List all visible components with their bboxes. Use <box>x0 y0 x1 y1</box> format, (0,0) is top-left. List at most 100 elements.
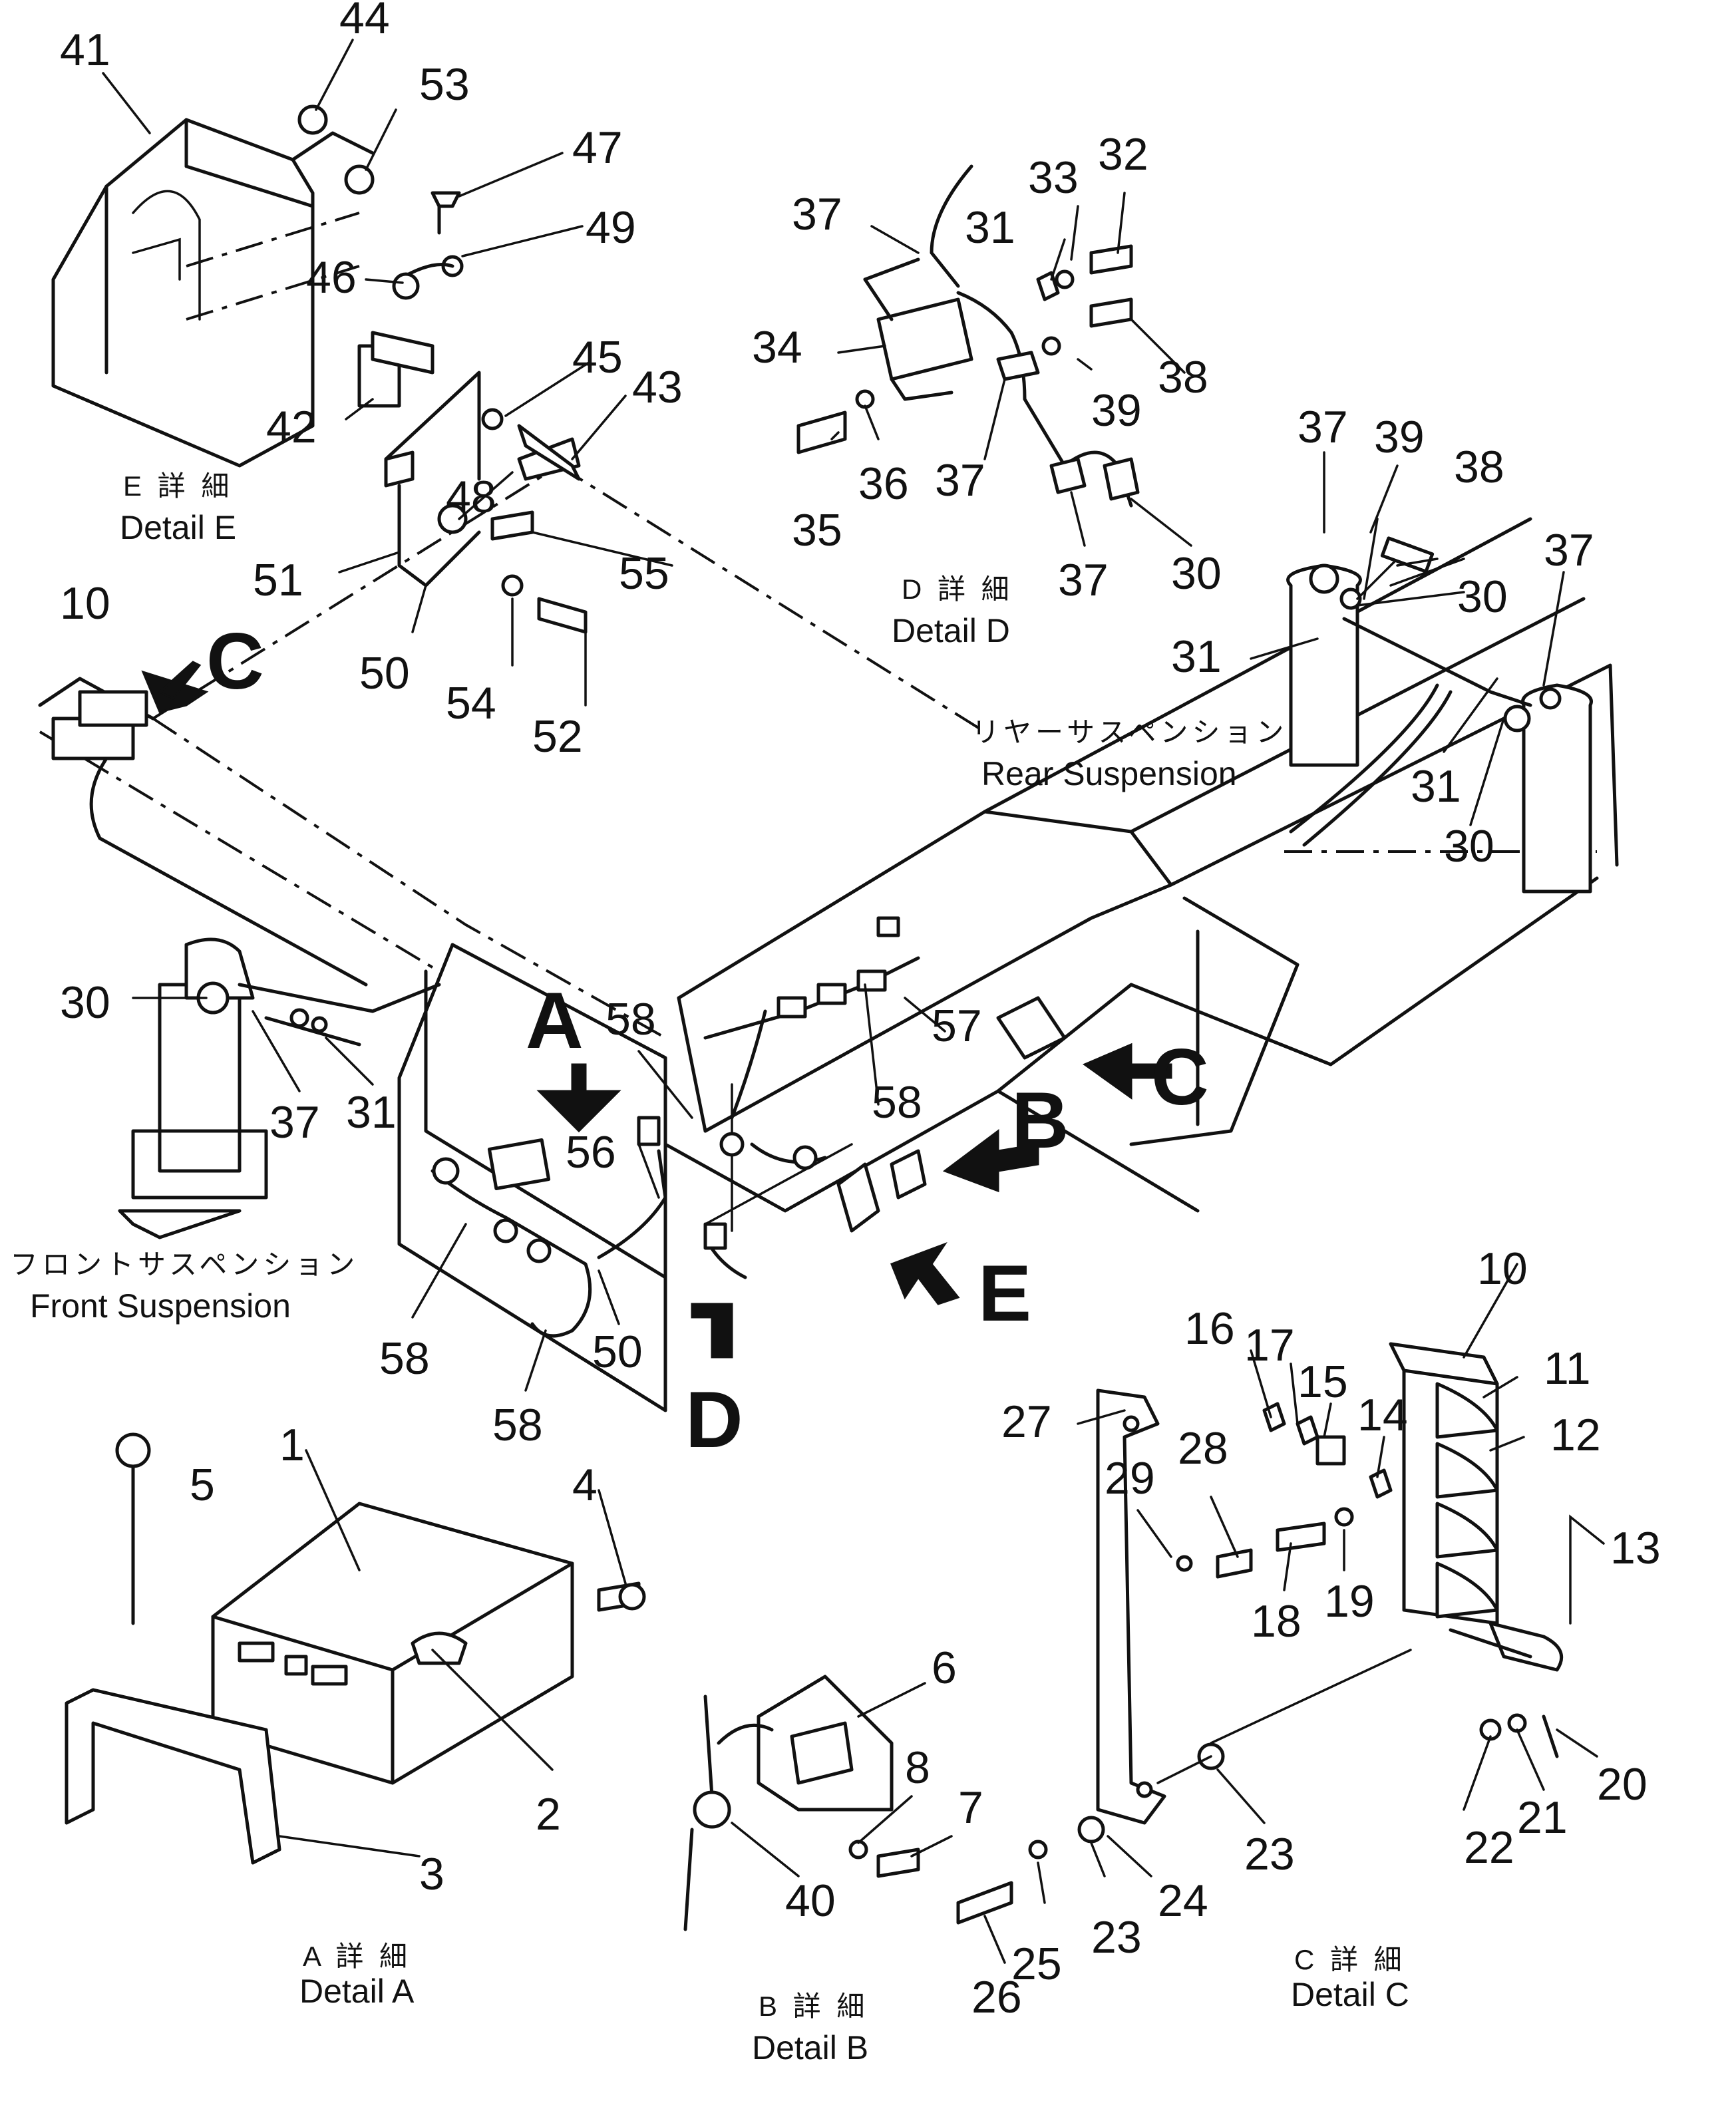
part-number-31: 31 <box>1171 631 1222 682</box>
part-number-12: 12 <box>1550 1410 1601 1460</box>
part-number-58: 58 <box>492 1400 543 1450</box>
part-number-14: 14 <box>1357 1390 1408 1440</box>
part-number-37: 37 <box>1544 525 1594 575</box>
part-number-39: 39 <box>1091 385 1142 436</box>
part-number-6: 6 <box>932 1643 957 1693</box>
caption-detail-e: Detail E <box>120 509 236 546</box>
part-number-58: 58 <box>379 1333 430 1384</box>
part-number-8: 8 <box>905 1742 930 1793</box>
harness-10-drawing <box>51 690 368 987</box>
part-number-38: 38 <box>1158 352 1208 403</box>
part-number-31: 31 <box>1411 761 1461 812</box>
part-number-21: 21 <box>1517 1792 1568 1843</box>
view-markers: C C A B D E <box>206 617 1209 1464</box>
part-number-37: 37 <box>1058 555 1109 605</box>
part-number-labels: 41 44 53 47 49 46 45 43 42 48 51 55 50 5… <box>60 0 1661 2022</box>
part-number-51: 51 <box>253 555 303 605</box>
part-number-57: 57 <box>932 1001 982 1051</box>
part-number-5: 5 <box>190 1460 215 1510</box>
part-number-33: 33 <box>1028 152 1079 203</box>
part-number-26: 26 <box>971 1972 1022 2022</box>
part-number-27: 27 <box>1001 1396 1052 1447</box>
part-number-58: 58 <box>872 1077 922 1128</box>
part-number-41: 41 <box>60 25 110 75</box>
caption-detail-b-jp: B 詳 細 <box>759 1991 868 2022</box>
caption-detail-b: Detail B <box>752 2029 868 2066</box>
part-number-2: 2 <box>536 1789 561 1840</box>
part-number-36: 36 <box>858 458 909 509</box>
part-number-50: 50 <box>359 648 410 699</box>
part-number-25: 25 <box>1011 1939 1062 1989</box>
part-number-4: 4 <box>572 1460 598 1510</box>
part-number-47: 47 <box>572 122 623 173</box>
part-number-54: 54 <box>446 678 496 728</box>
view-marker-e: E <box>978 1249 1031 1338</box>
caption-front-suspension-jp: フロントサスペンション <box>10 1249 359 1280</box>
view-marker-c-top: C <box>206 617 264 706</box>
part-number-37: 37 <box>1298 402 1348 452</box>
part-number-53: 53 <box>419 59 470 110</box>
part-number-11: 11 <box>1544 1343 1591 1394</box>
part-number-48: 48 <box>446 472 496 522</box>
part-number-16: 16 <box>1184 1303 1235 1354</box>
view-marker-d: D <box>685 1375 743 1464</box>
detail-e-drawing <box>51 104 588 634</box>
part-number-50: 50 <box>592 1327 643 1377</box>
part-number-22: 22 <box>1464 1822 1514 1873</box>
part-number-20: 20 <box>1597 1759 1648 1810</box>
part-number-19: 19 <box>1324 1576 1375 1627</box>
caption-detail-d: Detail D <box>892 612 1010 649</box>
part-number-55: 55 <box>619 548 669 599</box>
detail-d-drawing <box>796 164 1140 508</box>
part-number-37: 37 <box>935 455 985 506</box>
part-number-52: 52 <box>532 711 583 762</box>
part-number-29: 29 <box>1105 1453 1155 1504</box>
part-number-28: 28 <box>1178 1423 1228 1474</box>
part-number-38: 38 <box>1454 442 1504 492</box>
view-marker-a: A <box>526 976 584 1065</box>
part-number-7: 7 <box>958 1782 983 1833</box>
view-marker-c-right: C <box>1151 1033 1209 1122</box>
detail-a-drawing <box>65 1432 646 1865</box>
part-number-31: 31 <box>346 1087 397 1138</box>
caption-rear-suspension-jp: リヤーサスペンション <box>971 717 1288 748</box>
part-number-3: 3 <box>419 1849 444 1899</box>
caption-detail-d-jp: D 詳 細 <box>902 573 1013 605</box>
part-number-45: 45 <box>572 332 623 383</box>
part-number-23: 23 <box>1244 1829 1295 1879</box>
part-number-39: 39 <box>1374 412 1425 462</box>
part-number-43: 43 <box>632 362 683 412</box>
caption-detail-c-jp: C 詳 細 <box>1294 1944 1406 1975</box>
rear-suspension-drawing <box>1286 518 1593 893</box>
part-number-30: 30 <box>1444 821 1494 872</box>
part-number-44: 44 <box>339 0 390 43</box>
part-number-17: 17 <box>1244 1320 1295 1371</box>
part-number-37: 37 <box>269 1097 320 1148</box>
part-number-56: 56 <box>566 1127 616 1178</box>
main-frame-drawing <box>38 464 1619 1412</box>
part-number-32: 32 <box>1098 129 1148 180</box>
front-suspension-drawing <box>118 937 441 1239</box>
part-number-30: 30 <box>60 977 110 1028</box>
caption-detail-a: Detail A <box>299 1973 415 2010</box>
view-marker-b: B <box>1011 1076 1069 1165</box>
caption-detail-c: Detail C <box>1291 1976 1409 2013</box>
part-number-46: 46 <box>306 252 357 303</box>
captions: E 詳 細 Detail E D 詳 細 Detail D リヤーサスペンション… <box>10 470 1409 2066</box>
part-number-24: 24 <box>1158 1875 1208 1926</box>
part-number-35: 35 <box>792 505 842 556</box>
part-number-42: 42 <box>266 402 317 452</box>
part-number-30: 30 <box>1457 571 1508 622</box>
part-number-23: 23 <box>1091 1912 1142 1963</box>
part-number-18: 18 <box>1251 1596 1302 1647</box>
part-number-10: 10 <box>1477 1243 1528 1294</box>
part-number-10: 10 <box>60 578 110 629</box>
caption-detail-a-jp: A 詳 細 <box>303 1941 411 1972</box>
leader-lines <box>102 39 1605 1964</box>
part-number-40: 40 <box>785 1875 836 1926</box>
caption-detail-e-jp: E 詳 細 <box>123 470 233 502</box>
part-number-58: 58 <box>606 994 656 1045</box>
caption-rear-suspension: Rear Suspension <box>981 755 1237 792</box>
part-number-49: 49 <box>586 202 636 253</box>
